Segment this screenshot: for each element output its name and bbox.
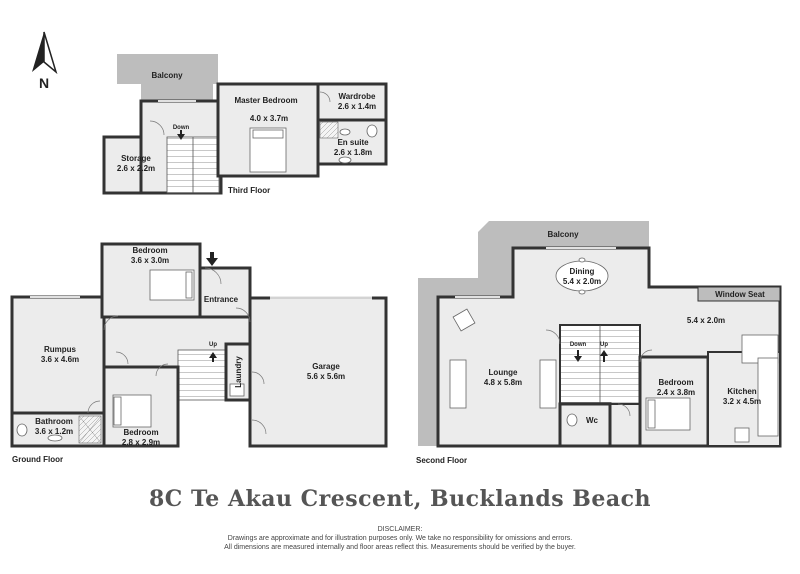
wc-toilet-icon — [566, 413, 578, 427]
second-floor-up-arrow-icon — [600, 350, 608, 362]
second-floor-up-label: Up — [600, 342, 608, 348]
wc-name: Wc — [586, 416, 599, 425]
window-seat-label: Window Seat — [715, 290, 765, 299]
second-floor-balcony — [418, 221, 649, 446]
ground-bedroom-1-size: 3.6 x 3.0m — [131, 256, 169, 265]
ground-up-arrow-icon — [209, 352, 217, 362]
kitchen-cooktop-icon — [734, 427, 750, 443]
second-floor-balcony-label: Balcony — [547, 230, 579, 239]
disclaimer-line-1: Drawings are approximate and for illustr… — [228, 535, 573, 542]
window-seat — [697, 286, 781, 302]
master-bedroom-size: 4.0 x 3.7m — [250, 114, 288, 123]
third-floor-balcony — [117, 54, 218, 101]
rumpus-room — [10, 295, 106, 415]
en-suite-toilet-icon — [366, 124, 378, 138]
third-floor-plan: Down Balcony Master Bedroom 4.0 x 3.7m W… — [102, 54, 388, 195]
bathroom-basin-icon — [47, 434, 63, 442]
rumpus-name: Rumpus — [44, 345, 77, 354]
living-area-size: 5.4 x 2.0m — [687, 316, 725, 325]
rumpus-size: 3.6 x 4.6m — [41, 355, 79, 364]
storage-size: 2.6 x 2.2m — [117, 164, 155, 173]
entrance-arrow-icon — [206, 252, 218, 266]
dining-size: 5.4 x 2.0m — [563, 277, 601, 286]
compass-label: N — [39, 75, 49, 91]
wardrobe-name: Wardrobe — [338, 92, 376, 101]
disclaimer-line-2: All dimensions are measured internally a… — [224, 544, 576, 551]
en-suite-basin-icon — [338, 156, 352, 164]
wardrobe-room — [316, 82, 388, 122]
second-floor-bedroom-name: Bedroom — [658, 378, 693, 387]
wardrobe-size: 2.6 x 1.4m — [338, 102, 376, 111]
ground-bedroom-2-name: Bedroom — [123, 428, 158, 437]
ground-floor-plan: Up Bedroom 3.6 x 3.0m Entrance Rumpus 3.… — [10, 242, 388, 464]
ground-bedroom-2-size: 2.8 x 2.9m — [122, 438, 160, 447]
garage-name: Garage — [312, 362, 340, 371]
north-compass: N — [32, 31, 58, 91]
lounge-name: Lounge — [489, 368, 518, 377]
ground-bedroom-1-name: Bedroom — [132, 246, 167, 255]
ground-floor-label: Ground Floor — [12, 455, 63, 464]
second-floor-plan: Down Up Balcony Dining 5.4 x 2.0m Window… — [416, 221, 782, 465]
lounge-sofa-left-icon — [449, 359, 467, 409]
third-floor-balcony-label: Balcony — [151, 71, 183, 80]
wc-room — [558, 402, 612, 448]
second-floor-bedroom-size: 2.4 x 3.8m — [657, 388, 695, 397]
garage-size: 5.6 x 5.6m — [307, 372, 345, 381]
entrance-name: Entrance — [204, 295, 239, 304]
lounge-sofa-right-icon — [539, 359, 557, 409]
third-floor-down-arrow-icon — [177, 130, 185, 140]
en-suite-name: En suite — [337, 138, 369, 147]
dining-name: Dining — [570, 267, 595, 276]
second-floor-down-arrow-icon — [574, 350, 582, 362]
storage-name: Storage — [121, 154, 151, 163]
property-address: 8C Te Akau Crescent, Bucklands Beach — [149, 486, 651, 512]
bathroom-size: 3.6 x 1.2m — [35, 427, 73, 436]
laundry-name: Laundry — [234, 356, 243, 388]
bathroom-toilet-icon — [16, 423, 28, 437]
ground-stairs-label: Up — [209, 342, 217, 348]
second-floor-down-label: Down — [570, 342, 587, 348]
kitchen-size: 3.2 x 4.5m — [723, 397, 761, 406]
garage-room — [248, 296, 388, 448]
kitchen-name: Kitchen — [727, 387, 756, 396]
en-suite-size: 2.6 x 1.8m — [334, 148, 372, 157]
third-floor-stairs-label: Down — [173, 125, 190, 131]
ground-floor-stairs — [177, 349, 227, 401]
lounge-armchair-icon — [452, 308, 476, 332]
master-bedroom-name: Master Bedroom — [234, 96, 297, 105]
dining-table-icon — [555, 260, 609, 292]
disclaimer-heading: DISCLAIMER: — [378, 526, 423, 533]
lounge-size: 4.8 x 5.8m — [484, 378, 522, 387]
bathroom-name: Bathroom — [35, 417, 73, 426]
second-floor-label: Second Floor — [416, 456, 467, 465]
third-floor-label: Third Floor — [228, 186, 270, 195]
